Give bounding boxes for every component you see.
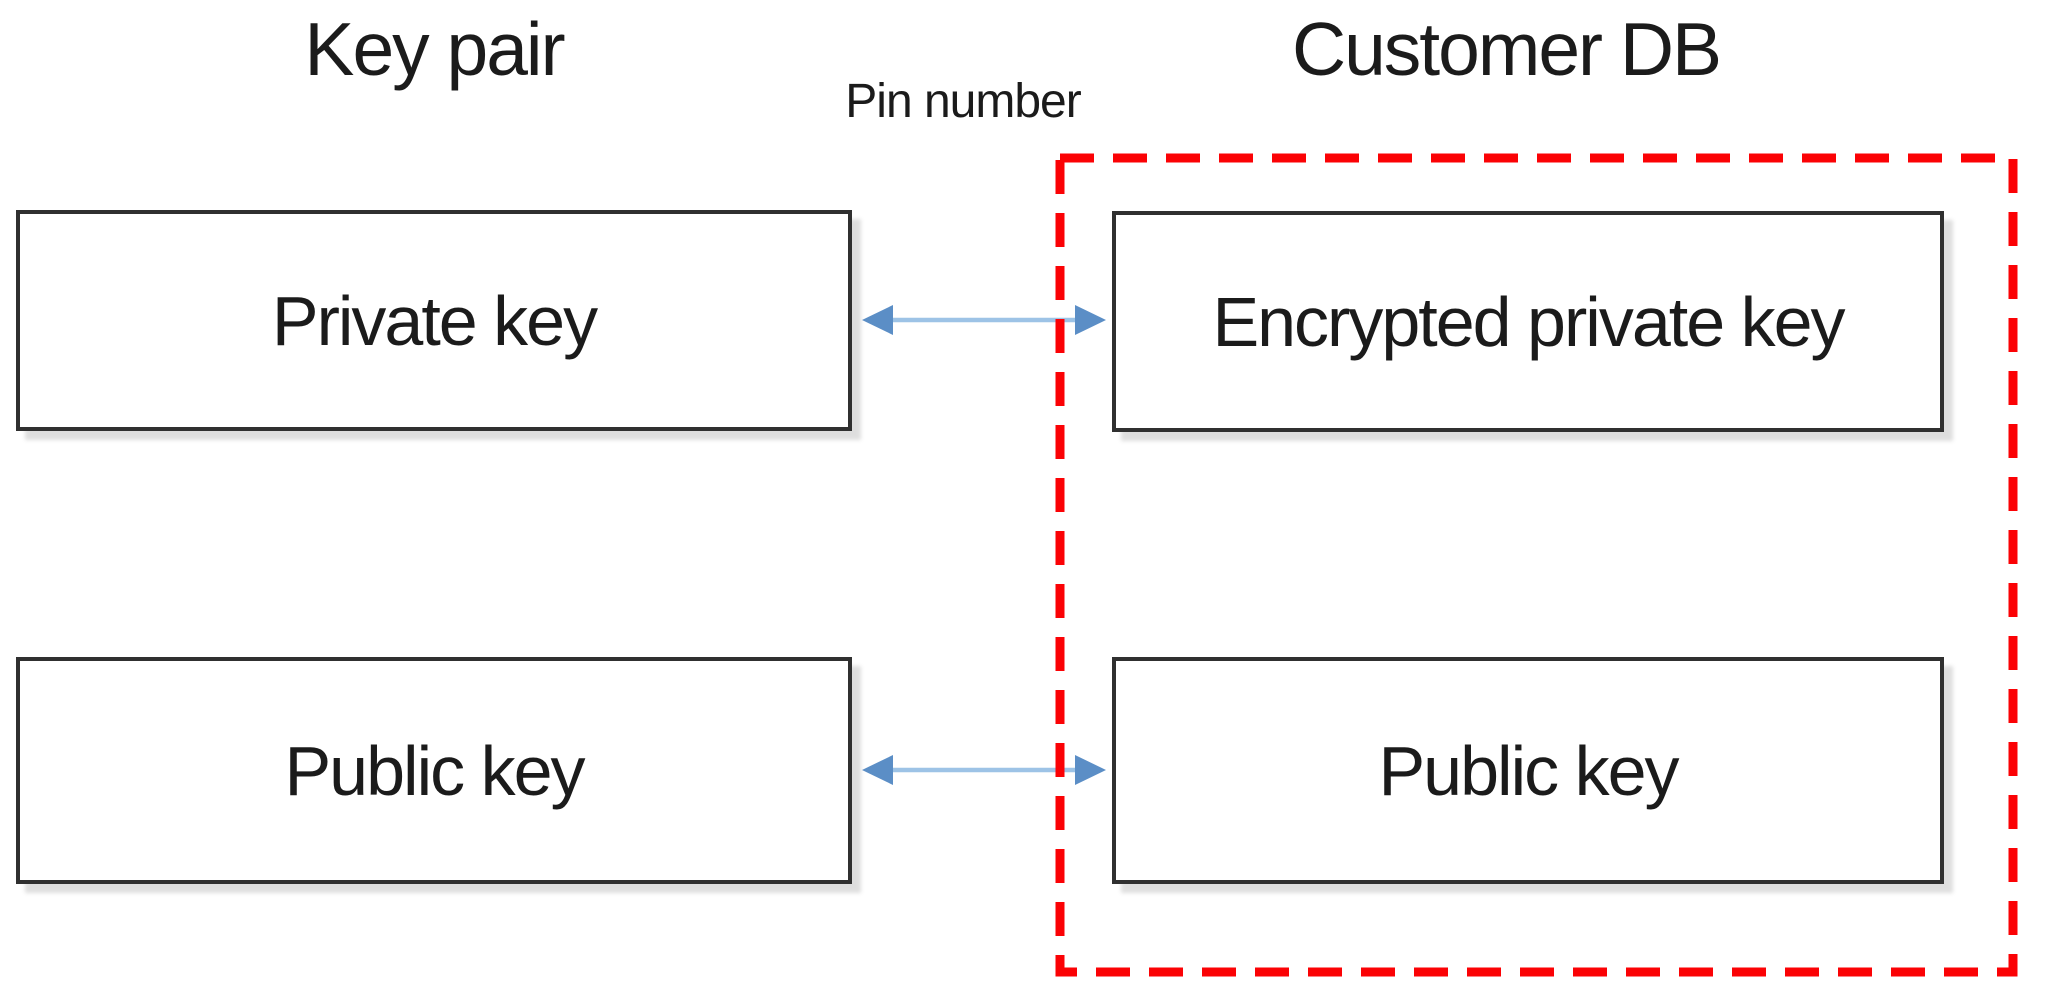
public-key-box-right: Public key [1112,657,1944,884]
public-key-box-right-label: Public key [1378,731,1679,810]
private-key-box-label: Private key [271,281,598,360]
private-key-box: Private key [16,210,852,431]
public-key-box-left-label: Public key [284,731,585,810]
arrowhead-right-icon [1075,305,1106,335]
arrowhead-right-icon [1075,755,1106,785]
public-key-box-left: Public key [16,657,852,884]
arrowhead-left-icon [862,305,893,335]
pin-number-label: Pin number [845,75,1081,128]
double-arrow-private-key [862,305,1106,335]
key-pair-column-title: Key pair [304,7,565,91]
arrowhead-left-icon [862,755,893,785]
encrypted-private-key-box-label: Encrypted private key [1212,282,1845,361]
customer-db-column-title: Customer DB [1291,7,1722,91]
double-arrow-public-key [862,755,1106,785]
encrypted-private-key-box: Encrypted private key [1112,211,1944,432]
